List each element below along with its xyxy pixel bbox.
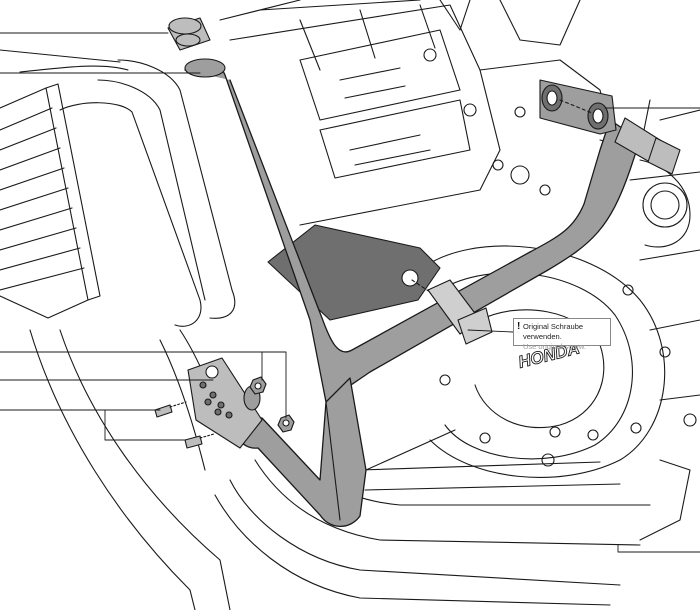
lower-clamp-bracket: [187, 357, 263, 449]
note-german: Original Schraube verwenden.: [523, 322, 584, 341]
leader-lines: [0, 32, 700, 553]
note-english: Use original screw.: [523, 342, 586, 351]
top-bolt-cap: [167, 17, 211, 51]
nuts: [249, 376, 295, 433]
engine-right-detail: [599, 99, 700, 541]
exhaust-headers: [29, 329, 651, 610]
mount-hole: [401, 269, 419, 287]
engine-guard-bar: [184, 58, 641, 528]
original-screw: [411, 279, 493, 345]
radiator: [0, 83, 101, 319]
bolts: [154, 401, 215, 449]
frame-downtube: [0, 49, 236, 327]
right-mount-bracket: [539, 79, 681, 175]
warning-mark: !: [517, 321, 521, 332]
instruction-callout: ! Original Schraube verwenden. Use origi…: [513, 318, 611, 351]
